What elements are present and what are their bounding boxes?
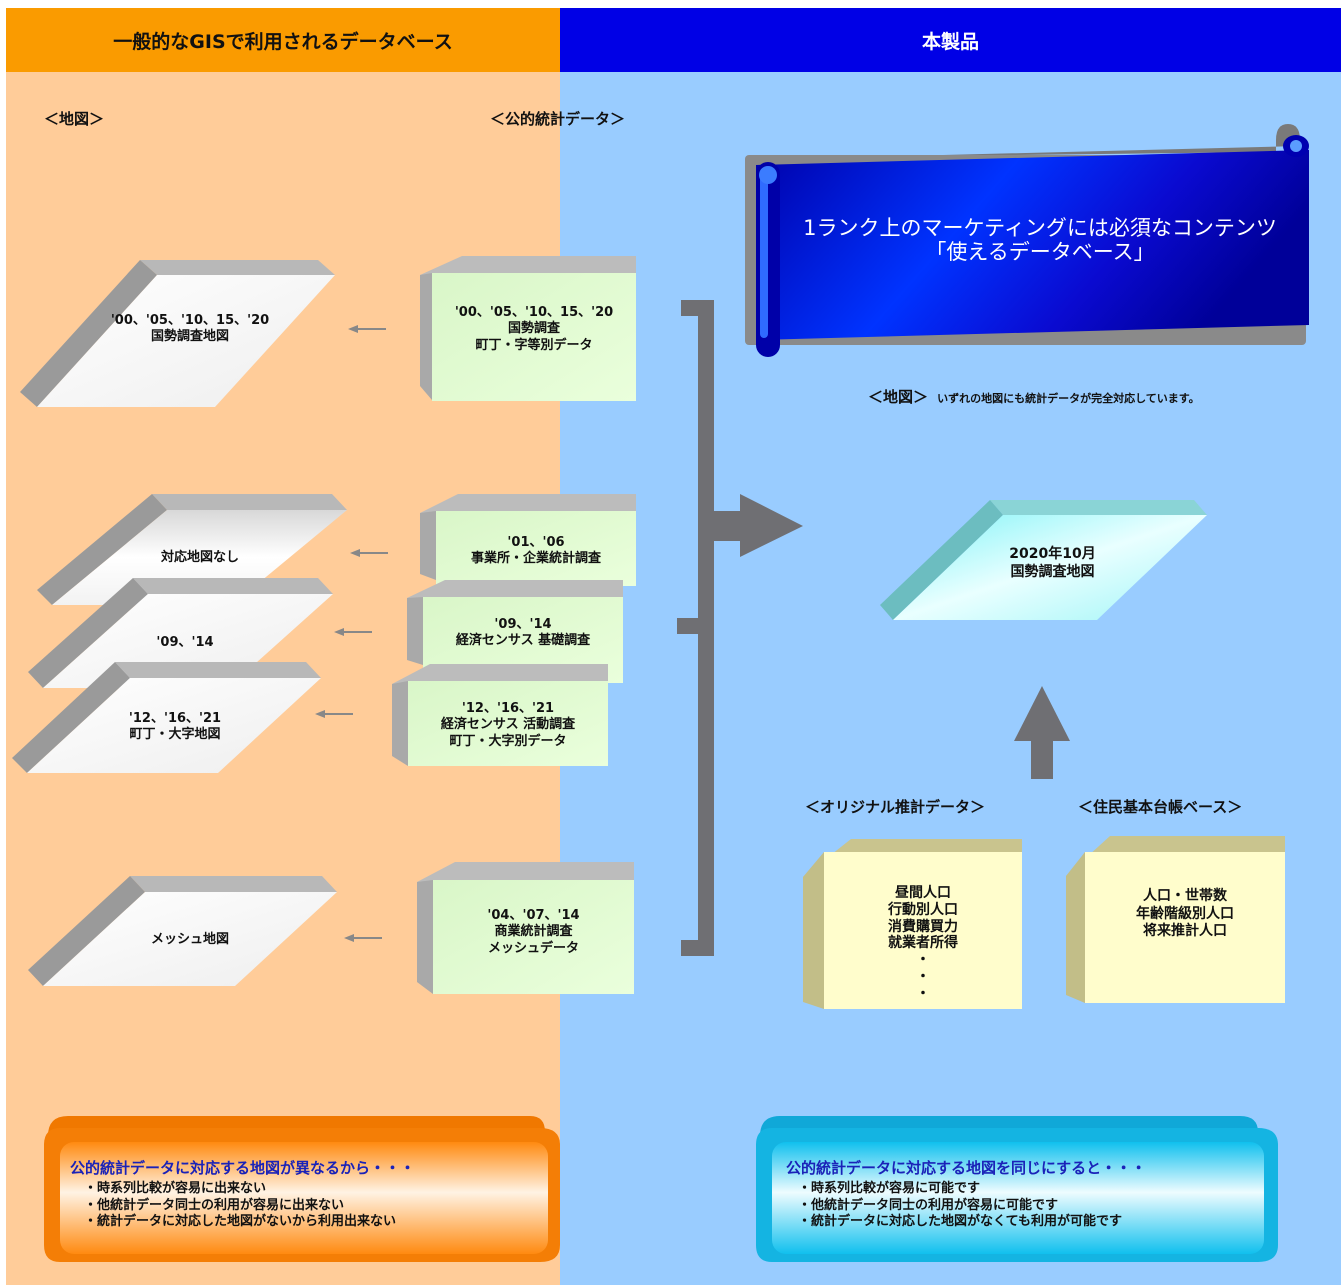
data-label-1: '00、'05、'10、15、'20 国勢調査 町丁・字等別データ — [454, 305, 614, 353]
data-label-3: '09、'14 経済センサス 基礎調査 — [455, 617, 591, 649]
left-map-heading: ＜地図＞ — [44, 110, 105, 128]
scroll-banner-text: 1ランク上のマーケティングには必須なコンテンツ 「使えるデータベース」 — [803, 216, 1277, 265]
right-banner-item-3: ・統計データに対応した地図がなくても利用が可能です — [798, 1214, 1122, 1230]
data-label-4: '12、'16、'21 経済センサス 活動調査 町丁・大字別データ — [440, 701, 576, 749]
data-cube-4 — [392, 664, 608, 766]
stats-heading: ＜公的統計データ＞ — [490, 110, 626, 128]
map-slab-4 — [12, 662, 321, 773]
right-header: 本製品 — [560, 8, 1341, 72]
data-cube-2 — [420, 494, 636, 586]
original-heading: ＜オリジナル推計データ＞ — [805, 798, 986, 816]
left-banner-list: ・時系列比較が容易に出来ない ・他統計データ同士の利用が容易に出来ない ・統計デ… — [84, 1181, 396, 1231]
right-map-note: いずれの地図にも統計データが完全対応しています。 — [937, 392, 1200, 405]
map-slab-5 — [28, 876, 337, 986]
bracket-arrow — [677, 300, 803, 956]
original-label: 昼間人口 行動別人口 消費購買力 就業者所得 ・ ・ ・ — [888, 885, 958, 1002]
map-label-3: '09、'14 — [156, 635, 214, 650]
resident-label: 人口・世帯数 年齢階級別人口 将来推計人口 — [1136, 888, 1234, 939]
map-slab-1 — [20, 260, 335, 407]
map-label-4: '12、'16、'21 町丁・大字地図 — [128, 711, 222, 743]
left-banner-title: 公的統計データに対応する地図が異なるから・・・ — [70, 1159, 416, 1177]
left-banner-shape — [44, 1116, 560, 1262]
right-header-title: 本製品 — [921, 30, 979, 53]
left-banner-item-2: ・他統計データ同士の利用が容易に出来ない — [84, 1197, 345, 1213]
left-banner-item-3: ・統計データに対応した地図がないから利用出来ない — [84, 1214, 397, 1230]
left-panel-edge — [0, 0, 6, 1285]
map-label-5: メッシュ地図 — [150, 932, 229, 947]
map-label-1: '00、'05、'10、15、'20 国勢調査地図 — [110, 313, 270, 345]
data-label-5: '04、'07、'14 商業統計調査 メッシュデータ — [487, 908, 580, 956]
right-banner-shape — [756, 1116, 1278, 1262]
right-map-heading-row: ＜地図＞ いずれの地図にも統計データが完全対応しています。 — [868, 386, 1200, 407]
right-map-heading: ＜地図＞ — [868, 388, 929, 406]
original-cube — [803, 839, 1022, 1009]
right-banner-title: 公的統計データに対応する地図を同じにすると・・・ — [786, 1159, 1147, 1177]
resident-cube — [1066, 836, 1285, 1003]
map-label-2: 対応地図なし — [160, 550, 239, 565]
map-slab-2 — [37, 494, 347, 605]
left-arrows — [315, 325, 388, 942]
data-cube-5 — [417, 862, 634, 994]
right-banner-item-1: ・時系列比較が容易に可能です — [798, 1181, 981, 1196]
left-header-title: 一般的なGISで利用されるデータベース — [113, 30, 453, 53]
left-banner-item-1: ・時系列比較が容易に出来ない — [84, 1181, 267, 1196]
right-map-label: 2020年10月 国勢調査地図 — [1009, 546, 1096, 580]
resident-heading: ＜住民基本台帳ベース＞ — [1078, 798, 1243, 816]
data-label-2: '01、'06 事業所・企業統計調査 — [470, 535, 601, 567]
right-banner-list: ・時系列比較が容易に可能です ・他統計データ同士の利用が容易に可能です ・統計デ… — [798, 1181, 1122, 1231]
top-edge — [0, 0, 1341, 8]
scroll-banner — [745, 124, 1309, 357]
right-map-slab — [880, 500, 1207, 620]
data-cube-1 — [420, 256, 636, 401]
right-banner-item-2: ・他統計データ同士の利用が容易に可能です — [798, 1197, 1059, 1213]
up-arrow — [1014, 686, 1070, 779]
left-header: 一般的なGISで利用されるデータベース — [6, 8, 560, 72]
